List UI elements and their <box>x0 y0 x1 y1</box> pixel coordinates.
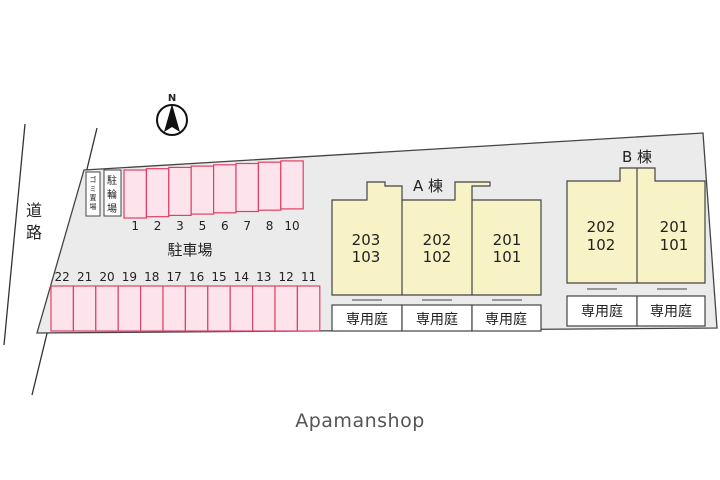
watermark: Apamanshop <box>295 410 425 432</box>
road-label-2: 路 <box>26 223 42 242</box>
parking-stall-number: 11 <box>301 270 316 284</box>
parking-stall <box>213 164 237 214</box>
garden-a2 <box>401 304 473 332</box>
parking-stall <box>257 161 282 211</box>
road-label-1: 道 <box>26 201 42 220</box>
building-b: B 棟 202 102 201 101 専用庭 専用庭 <box>566 148 706 327</box>
parking-stall-number: 18 <box>144 270 159 284</box>
unit-a2-lower: 102 <box>423 248 452 266</box>
parking-stall <box>145 168 170 218</box>
parking-stall-number: 20 <box>99 270 114 284</box>
trash-area <box>85 171 101 217</box>
garden-b2 <box>636 295 706 327</box>
building-a-outline <box>331 181 542 296</box>
bike-label-1: 駐 <box>107 174 117 187</box>
unit-b2-upper: 201 <box>660 218 689 236</box>
parking-stall <box>229 285 254 332</box>
parking-stall-number: 12 <box>279 270 294 284</box>
trash-label-1: ゴ <box>90 175 97 184</box>
bike-label-3: 場 <box>107 202 117 215</box>
parking-stall <box>50 285 74 332</box>
parking-stall <box>140 285 164 332</box>
parking-stall <box>252 285 276 332</box>
parking-stall-number: 16 <box>189 270 204 284</box>
parking-stall <box>123 169 147 219</box>
parking-stall-number: 22 <box>55 270 70 284</box>
parking-label: 駐車場 <box>167 241 212 259</box>
parking-row-bottom <box>50 285 321 332</box>
garden-a3-label: 専用庭 <box>485 311 527 328</box>
parking-row-bottom-numbers: 22 21 20 19 18 17 16 15 14 13 12 11 <box>55 270 317 284</box>
trash-label-4: 場 <box>90 202 97 211</box>
parking-stall <box>190 165 215 215</box>
garden-a1-label: 専用庭 <box>346 311 388 328</box>
parking-stall-number: 1 <box>131 219 139 233</box>
trash-label-3: 置 <box>90 194 97 202</box>
garden-b1-label: 専用庭 <box>581 303 623 320</box>
parking-stall <box>274 285 298 332</box>
unit-b2-lower: 101 <box>660 236 689 254</box>
parking-stall <box>280 160 304 210</box>
unit-a2-upper: 202 <box>423 231 452 249</box>
parking-stall-number: 8 <box>266 219 274 233</box>
parking-stall-number: 10 <box>284 219 299 233</box>
parking-stall <box>235 162 259 213</box>
bike-label-2: 輪 <box>107 188 117 201</box>
garden-a2-label: 専用庭 <box>416 311 458 328</box>
parking-stall <box>95 285 119 332</box>
unit-b1-lower: 102 <box>587 236 616 254</box>
parking-stall <box>117 285 142 332</box>
parking-stall <box>162 285 186 332</box>
road-edge-left <box>3 123 26 346</box>
parking-stall-number: 5 <box>199 219 207 233</box>
parking-stall <box>72 285 97 332</box>
parking-stall-number: 2 <box>154 219 162 233</box>
north-arrow-icon: N <box>156 93 188 136</box>
parking-stall <box>184 285 209 332</box>
parking-stall-number: 7 <box>243 219 251 233</box>
garden-b2-label: 専用庭 <box>650 303 692 320</box>
building-b-outline <box>566 167 706 284</box>
parking-stall <box>296 285 321 332</box>
parking-stall-number: 19 <box>122 270 137 284</box>
parking-stall <box>168 166 192 216</box>
garden-a3 <box>471 304 542 332</box>
parking-stall-number: 13 <box>256 270 271 284</box>
unit-a3-lower: 101 <box>493 248 522 266</box>
garden-b1 <box>566 295 638 327</box>
bicycle-parking <box>103 169 122 217</box>
unit-b1-upper: 202 <box>587 218 616 236</box>
parking-stall-number: 3 <box>176 219 184 233</box>
unit-a3-upper: 201 <box>493 231 522 249</box>
parking-stall-number: 6 <box>221 219 229 233</box>
parking-row-top <box>123 160 304 219</box>
unit-a1-lower: 103 <box>352 248 381 266</box>
building-a-label: A 棟 <box>413 177 443 195</box>
unit-a1-upper: 203 <box>352 231 381 249</box>
parking-stall-number: 21 <box>77 270 92 284</box>
north-label: N <box>168 93 176 104</box>
parking-stall <box>207 285 231 332</box>
parking-stall-number: 17 <box>167 270 182 284</box>
parking-stall-number: 15 <box>211 270 226 284</box>
trash-label-2: ミ <box>90 185 97 193</box>
building-b-label: B 棟 <box>622 148 652 166</box>
parking-stall-number: 14 <box>234 270 249 284</box>
building-a: A 棟 203 103 202 102 201 101 専用庭 専用庭 専用庭 <box>331 177 542 332</box>
